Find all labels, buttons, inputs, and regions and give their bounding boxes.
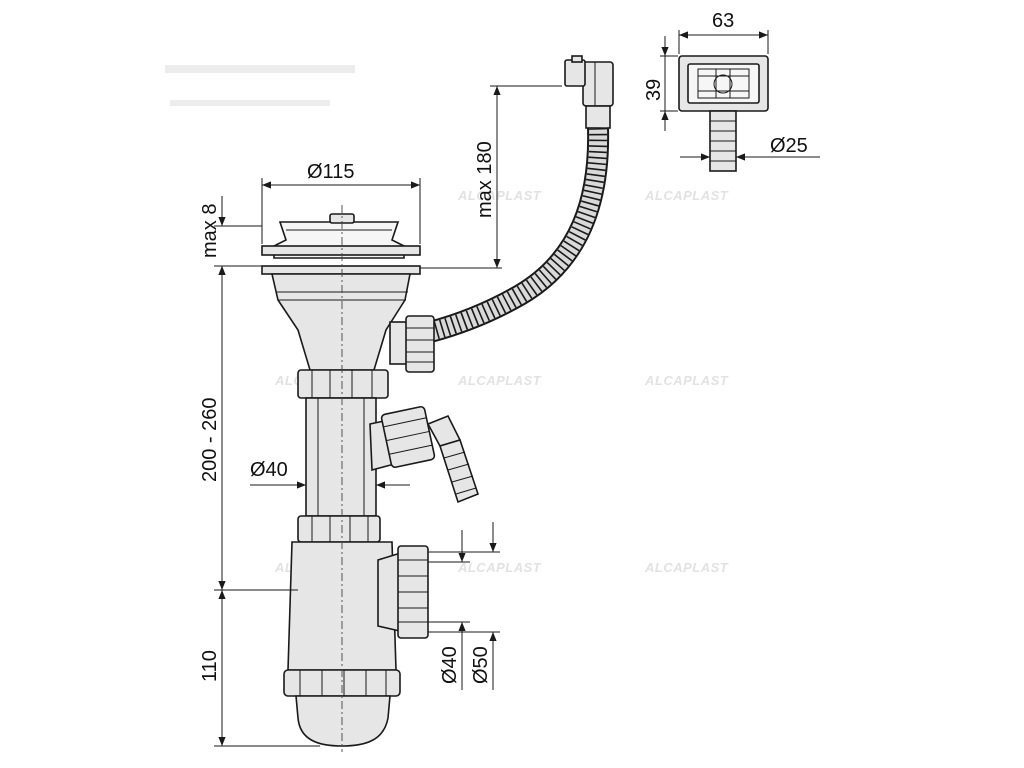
outlet-diameter-outer-label: Ø50: [470, 646, 492, 684]
faded-header: [165, 65, 355, 106]
appliance-outlet: [369, 405, 479, 504]
dimension-strainer-to-trap: 200 - 260: [199, 266, 298, 591]
dimension-overflow-hose: Ø25: [680, 135, 820, 161]
watermark: ALCAPLAST: [457, 560, 542, 575]
worktop-thickness-label: max 8: [199, 204, 221, 258]
dimension-rosette-width: 63: [678, 10, 769, 54]
dimension-pipe-diameter: Ø40: [250, 459, 410, 489]
bottle-trap: [283, 515, 429, 747]
dimension-worktop-thickness: max 8: [199, 196, 262, 290]
overflow-hose: [427, 127, 610, 343]
watermark: ALCAPLAST: [644, 188, 729, 203]
dimension-trap-height: 110: [199, 590, 320, 747]
strainer-to-trap-label: 200 - 260: [199, 397, 221, 482]
overflow-hose-diameter-label: Ø25: [770, 135, 808, 157]
rosette-height-label: 39: [643, 79, 665, 101]
dimension-rosette-height: 39: [643, 36, 678, 131]
sink-strainer: [261, 213, 435, 399]
watermark: ALCAPLAST: [644, 560, 729, 575]
overflow-height-label: max 180: [474, 141, 496, 218]
rosette-width-label: 63: [712, 10, 734, 32]
tail-pipe: [305, 397, 377, 517]
outlet-diameter-inner-label: Ø40: [439, 646, 461, 684]
watermark: ALCAPLAST: [457, 188, 542, 203]
watermark: ALCAPLAST: [644, 373, 729, 388]
overflow-head: [564, 55, 614, 129]
watermark: ALCAPLAST: [457, 373, 542, 388]
dimension-overflow-height: max 180: [420, 85, 562, 269]
trap-height-label: 110: [199, 650, 221, 682]
dimension-outlet-diameters: Ø40 Ø50: [428, 522, 500, 690]
strainer-diameter-label: Ø115: [307, 161, 354, 183]
dimension-strainer-diameter: Ø115: [261, 161, 421, 244]
overflow-rosette-detail: [678, 55, 769, 172]
pipe-diameter-label: Ø40: [250, 459, 288, 481]
